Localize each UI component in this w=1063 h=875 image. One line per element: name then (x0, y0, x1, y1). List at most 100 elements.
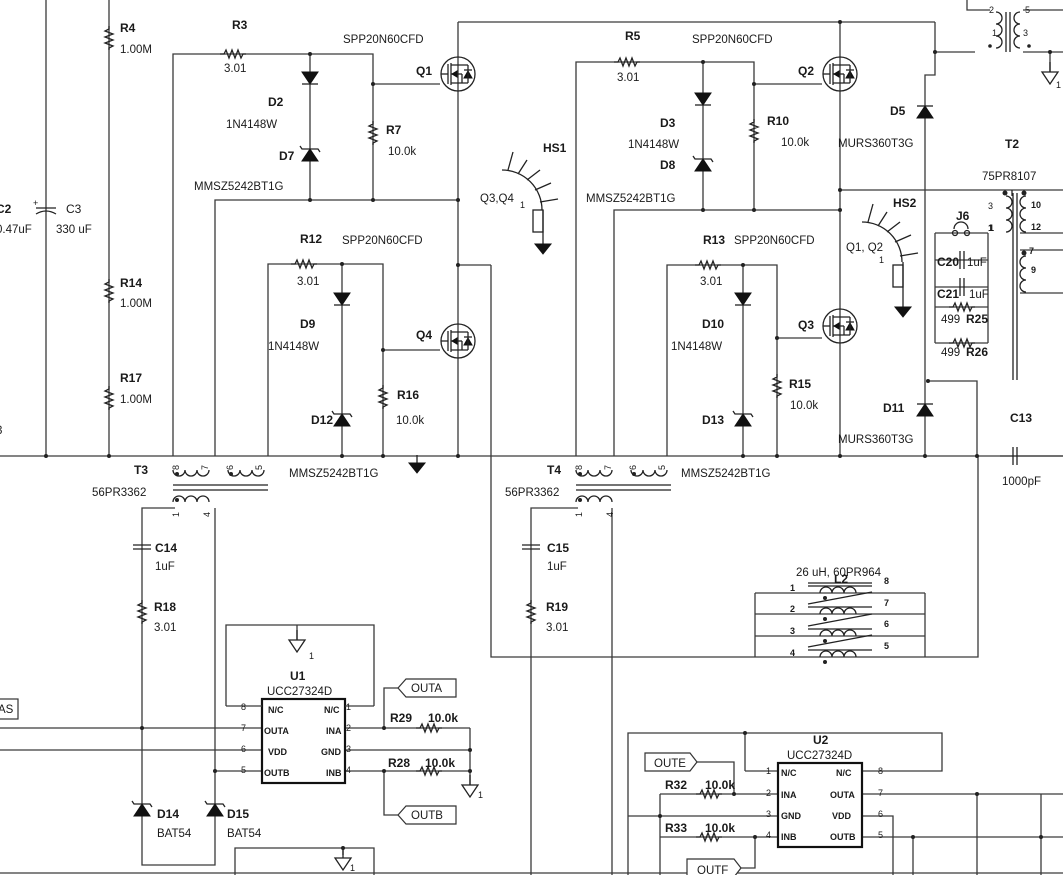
schottky-d15-symbol[interactable] (204, 800, 226, 817)
r16-value: 10.0k (396, 415, 424, 427)
capacitor-c3-symbol[interactable]: + (33, 198, 57, 215)
jumper-j6-symbol[interactable] (951, 221, 971, 237)
diode-d3-symbol[interactable] (694, 92, 712, 106)
q3-part: SPP20N60CFD (734, 235, 815, 247)
r29-value: 10.0k (428, 711, 458, 725)
heatsink-hs1-symbol[interactable] (501, 151, 559, 236)
u2-pin5-num: 5 (878, 830, 883, 840)
svg-text:+: + (33, 198, 38, 208)
zener-d12-symbol[interactable] (331, 410, 353, 427)
net-label-outa: OUTA (411, 683, 442, 695)
transformer-t3-symbol[interactable] (172, 469, 268, 503)
u2-ref: U2 (813, 733, 829, 747)
net-label-oute: OUTE (654, 758, 686, 770)
r5-value: 3.01 (617, 72, 639, 84)
t3-pin8: 8 (171, 465, 181, 470)
t4-pin6: 6 (628, 465, 638, 470)
net-label-oute-tag[interactable] (644, 752, 698, 772)
d11-ref: D11 (883, 401, 905, 415)
u2-pin7-num: 7 (878, 788, 883, 798)
zener-d7-symbol[interactable] (299, 145, 321, 162)
net-label-outf: OUTF (697, 865, 728, 875)
transformer-t2-symbol[interactable] (1002, 190, 1027, 380)
c21-ref: C21 (937, 287, 959, 301)
schottky-d14-symbol[interactable] (131, 800, 153, 817)
d8-ref: D8 (660, 158, 676, 172)
r7-ref: R7 (386, 123, 402, 137)
net-label-bias-tag[interactable] (0, 698, 19, 720)
t4-pin4: 4 (605, 512, 615, 517)
d2-ref: D2 (268, 95, 284, 109)
t2-pin9: 9 (1031, 265, 1036, 275)
transformer-t4-symbol[interactable] (575, 469, 671, 503)
c15-ref: C15 (547, 541, 569, 555)
c20-value: 1uF (967, 257, 987, 269)
zener-d13-symbol[interactable] (732, 410, 754, 427)
u2-pin3-name: GND (781, 811, 802, 821)
u1-pin8-num: 8 (241, 702, 246, 712)
q1-ref: Q1 (416, 64, 432, 78)
r15-ref: R15 (789, 377, 811, 391)
u2-pin8-num: 8 (878, 766, 883, 776)
r4-ref: R4 (120, 21, 136, 35)
d12-ref: D12 (311, 413, 333, 427)
u2-pin3-num: 3 (766, 809, 771, 819)
r29-ref: R29 (390, 711, 412, 725)
net-label-outb-tag[interactable] (397, 805, 457, 825)
ic-u2-body[interactable] (776, 761, 864, 849)
r13-value: 3.01 (700, 276, 722, 288)
diode-d9-symbol[interactable] (333, 292, 351, 306)
j6-ref: J6 (956, 209, 970, 223)
u1-pin7-name: OUTA (264, 726, 289, 736)
r32-value: 10.0k (705, 778, 735, 792)
diode-d2-symbol[interactable] (301, 71, 319, 85)
r3-ref: R3 (232, 18, 248, 32)
ttop-pin3: 3 (1023, 28, 1028, 38)
r13-ref: R13 (703, 233, 725, 247)
t2-pin3: 3 (988, 201, 993, 211)
diode-d11-symbol[interactable] (916, 403, 934, 417)
r17-value: 1.00M (120, 394, 152, 406)
ground-ref-1: 1 (478, 790, 483, 800)
r4-value: 1.00M (120, 44, 152, 56)
l2-pin4: 4 (790, 648, 795, 658)
net-label-outf-tag[interactable] (686, 858, 742, 875)
ground-icon (408, 454, 426, 474)
l2-value: 26 uH, 60PR964 (796, 567, 882, 579)
d2-part: 1N4148W (226, 119, 277, 131)
c3-ref: C3 (66, 202, 82, 216)
diode-d10-symbol[interactable] (734, 292, 752, 306)
diode-d5-symbol[interactable] (916, 105, 934, 119)
r18-ref: R18 (154, 600, 176, 614)
ic-u1-body[interactable] (260, 697, 347, 785)
net-label-outa-tag[interactable] (397, 678, 457, 698)
q2-part: SPP20N60CFD (692, 34, 773, 46)
q1-part: SPP20N60CFD (343, 34, 424, 46)
transformer-top-symbol[interactable] (988, 11, 1031, 52)
u2-pin4-name: INB (781, 832, 797, 842)
t4-pin7: 7 (603, 465, 613, 470)
t3-ref: T3 (134, 463, 148, 477)
l2-pin2: 2 (790, 604, 795, 614)
inductor-l2-symbol[interactable] (807, 582, 873, 664)
ground-icon (894, 298, 912, 318)
r19-ref: R19 (546, 600, 568, 614)
u2-pin4-num: 4 (766, 830, 771, 840)
d12-part: MMSZ5242BT1G (289, 468, 379, 480)
r32-ref: R32 (665, 778, 687, 792)
t2-pin12: 12 (1031, 222, 1041, 232)
u1-pin6-num: 6 (241, 744, 246, 754)
r28-ref: R28 (388, 756, 410, 770)
t2-part: 75PR8107 (982, 171, 1036, 183)
c3-value: 330 uF (56, 224, 92, 236)
c14-value: 1uF (155, 561, 175, 573)
u1-ref: U1 (290, 669, 306, 683)
q2-ref: Q2 (798, 64, 814, 78)
heatsink-hs2-symbol[interactable] (861, 203, 919, 299)
t2-ref: T2 (1005, 137, 1019, 151)
zener-d8-symbol[interactable] (692, 155, 714, 172)
l2-pin8: 8 (884, 576, 889, 586)
ttop-pin1: 1 (992, 28, 997, 38)
